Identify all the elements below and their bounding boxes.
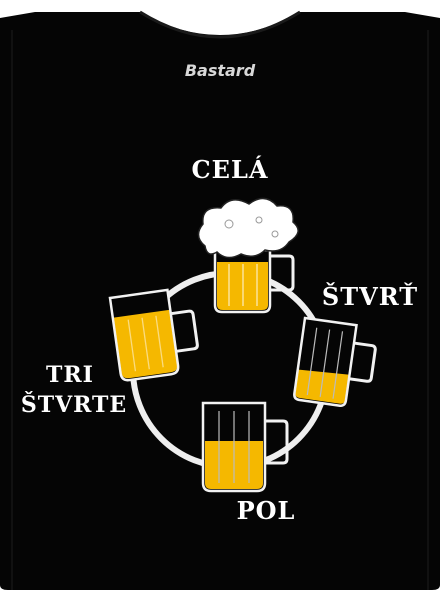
tshirt-collar	[139, 10, 301, 39]
label-full: CELÁ	[192, 155, 269, 184]
beer-mug-half-icon	[201, 401, 289, 493]
label-quarter: ŠTVRŤ	[322, 282, 418, 311]
label-three-quarters-line1: TRI	[46, 362, 94, 388]
label-half: POL	[237, 496, 296, 525]
label-three-quarters-line2: ŠTVRTE	[21, 391, 127, 418]
brand-logo: Bastard	[185, 61, 256, 80]
beer-mug-full-icon	[197, 197, 299, 314]
beer-mug-quarter-icon	[293, 316, 377, 407]
beer-mug-three-quarters-icon	[108, 288, 199, 382]
foam	[197, 197, 299, 259]
